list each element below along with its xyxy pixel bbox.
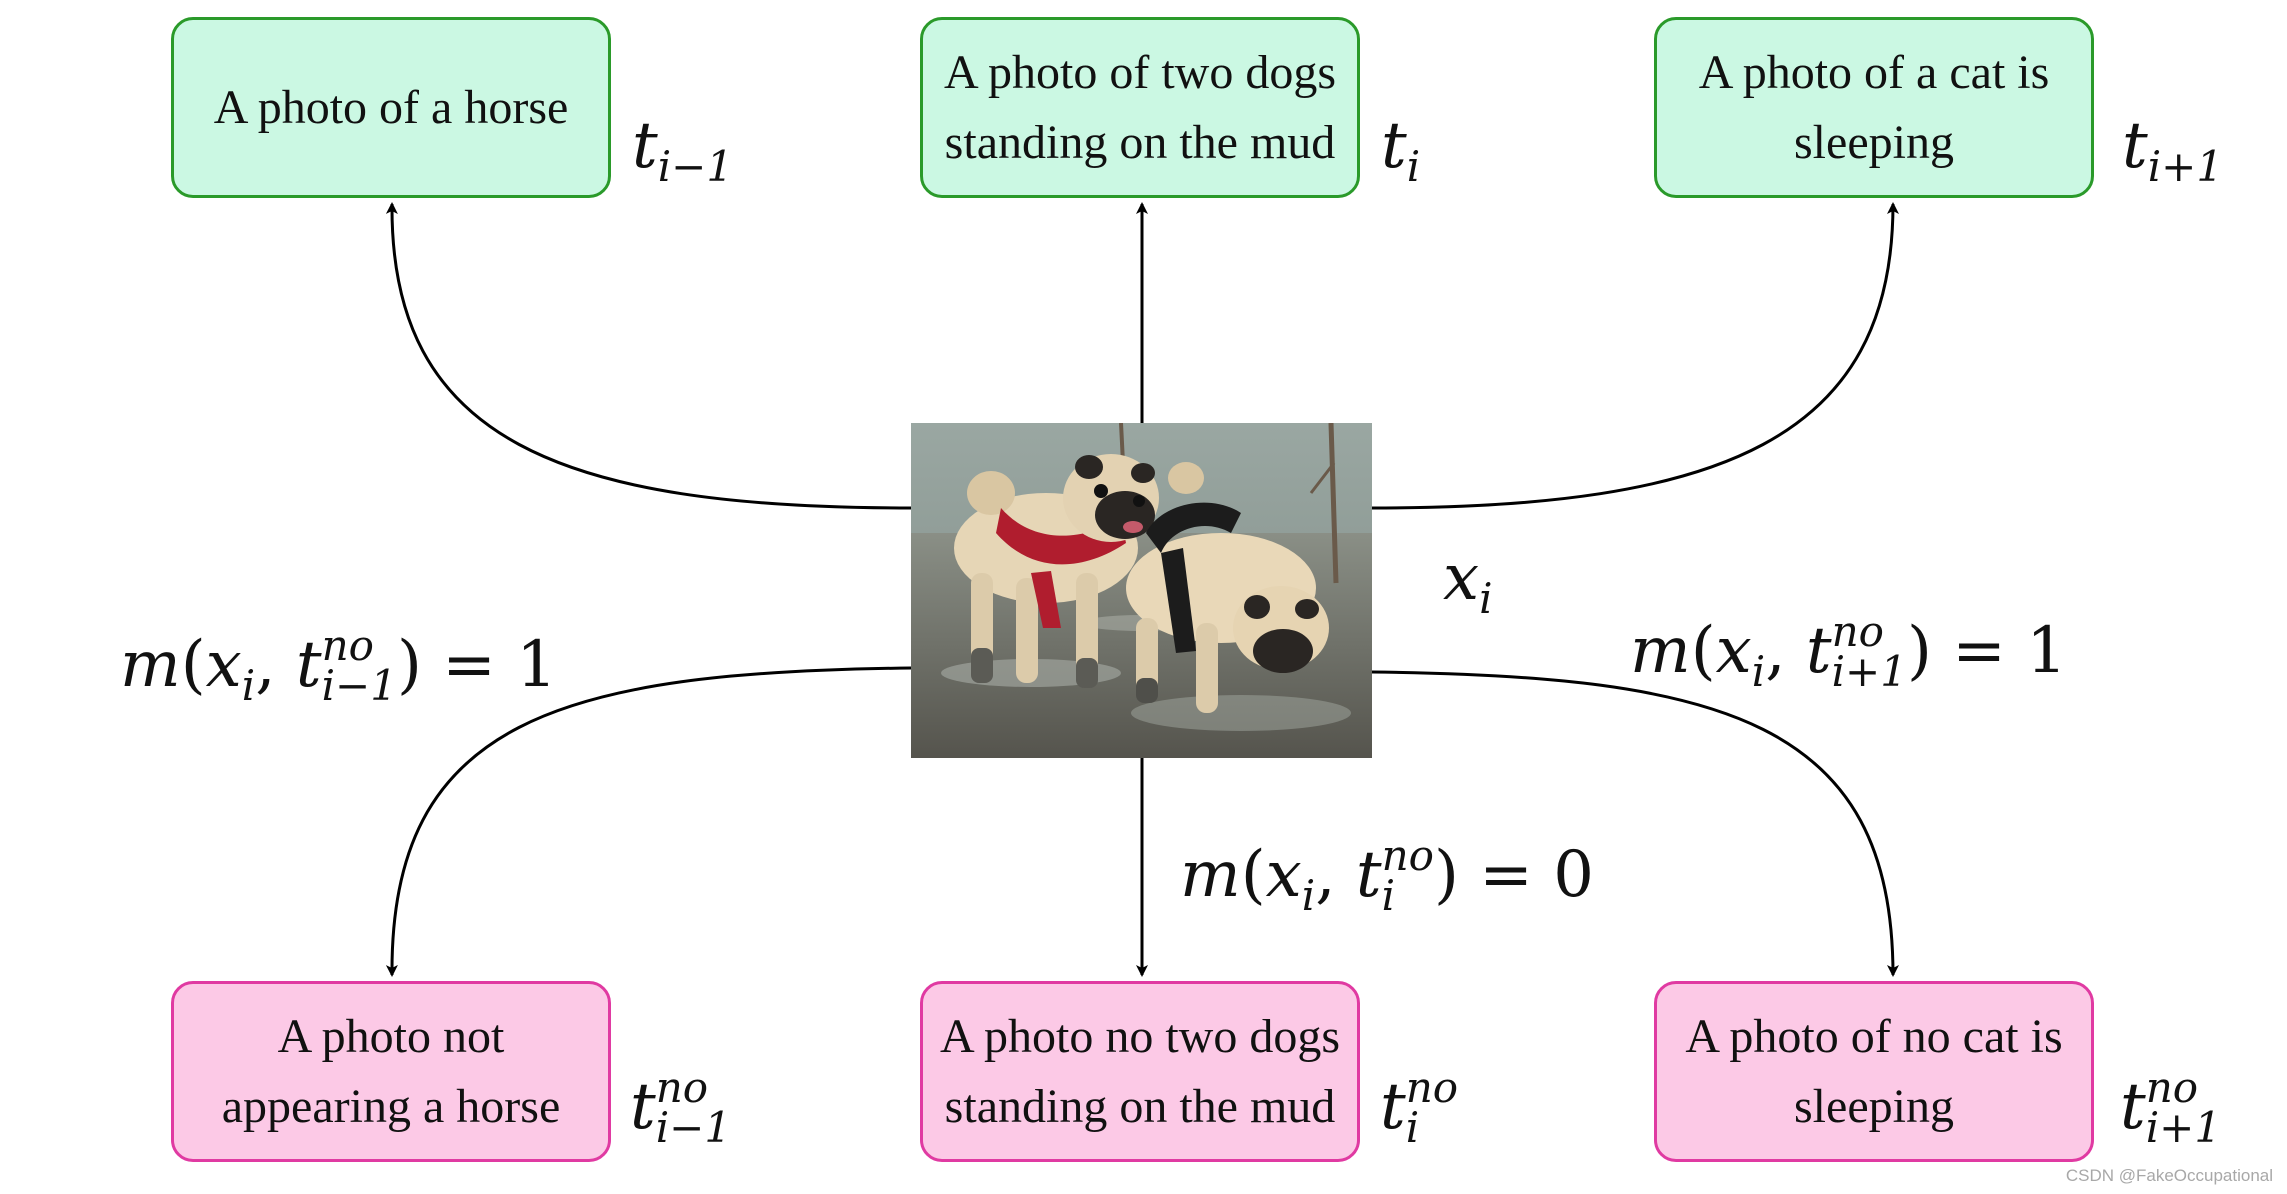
edge-image-to-negation-right bbox=[1371, 670, 1899, 977]
negation-box-cat: A photo of no cat is sleeping bbox=[1654, 981, 2094, 1162]
caption-label-t-i: ti bbox=[1381, 109, 1421, 191]
caption-line: A photo of a cat is bbox=[1698, 45, 2050, 99]
caption-line: A photo not bbox=[277, 1009, 505, 1063]
caption-box-horse: A photo of a horse bbox=[171, 17, 611, 198]
caption-line: A photo of two dogs bbox=[943, 45, 1336, 99]
caption-box-cat: A photo of a cat is sleeping bbox=[1654, 17, 2094, 198]
negation-box-two-dogs: A photo no two dogs standing on the mud bbox=[920, 981, 1360, 1162]
edge-image-to-negation-left bbox=[385, 666, 912, 977]
caption-line: A photo of no cat is bbox=[1685, 1009, 2063, 1063]
negation-box-horse: A photo not appearing a horse bbox=[171, 981, 611, 1162]
edge-image-to-caption-right bbox=[1371, 202, 1899, 510]
dog-photo-illustration bbox=[911, 423, 1372, 758]
caption-line: sleeping bbox=[1794, 115, 1954, 169]
caption-line: sleeping bbox=[1794, 1079, 1954, 1133]
caption-label-t-i-minus-1: ti−1 bbox=[632, 109, 734, 191]
caption-label-t-i-plus-1: ti+1 bbox=[2122, 109, 2224, 191]
caption-line: appearing a horse bbox=[221, 1079, 561, 1133]
caption-line: A photo no two dogs bbox=[939, 1009, 1341, 1063]
dog-photo bbox=[911, 423, 1372, 758]
caption-line: standing on the mud bbox=[944, 115, 1336, 169]
caption-line: standing on the mud bbox=[944, 1079, 1336, 1133]
image-label-x-i: xi bbox=[1443, 541, 1493, 623]
caption-line: A photo of a horse bbox=[213, 80, 569, 134]
caption-box-two-dogs: A photo of two dogs standing on the mud bbox=[920, 17, 1360, 198]
edge-image-to-caption-left bbox=[385, 202, 912, 510]
watermark: CSDN @FakeOccupational bbox=[2065, 1166, 2273, 1185]
